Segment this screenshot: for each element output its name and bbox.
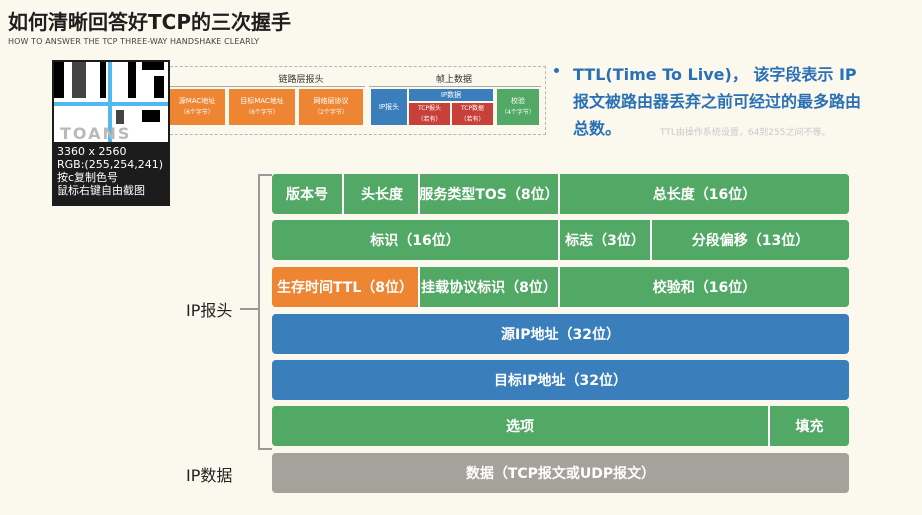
ttl-note: TTL由操作系统设置，64到255之间不等。 [660, 128, 831, 138]
dst-mac-label: 目标MAC地址 [240, 97, 284, 105]
version-field: 版本号 [272, 174, 342, 214]
link-header-divider [169, 86, 365, 87]
frame-data-divider [369, 86, 541, 87]
link-header-label: 链路层报头 [278, 75, 324, 85]
net-proto-block: 网络层协议 （2个字节） [299, 89, 363, 125]
tcp-data-sub: （若有） [460, 116, 485, 123]
flags-field: 标志（3位） [560, 220, 650, 260]
magnifier-capture-hint: 鼠标右键自由截图 [57, 184, 145, 197]
ip-header-block: IP报头 [371, 89, 407, 125]
total-length-field: 总长度（16位） [560, 174, 849, 214]
magnifier-copy-hint: 按c复制色号 [57, 171, 119, 184]
frame-checksum-sub: （4个字节） [501, 109, 535, 116]
row1-divider-2 [418, 174, 420, 214]
row6-divider-1 [768, 406, 770, 446]
magnifier-preview: TOANS [54, 62, 168, 142]
dst-mac-block: 目标MAC地址 （6个字节） [229, 89, 295, 125]
magnifier-zoomed-text: TOANS [60, 124, 132, 142]
row2-divider-2 [650, 220, 652, 260]
tos-field: 服务类型TOS（8位） [419, 174, 559, 214]
ip-data-label: IP数据 [440, 90, 462, 99]
destination-ip-field: 目标IP地址（32位） [272, 360, 849, 400]
ip-data-field: 数据（TCP报文或UDP报文） [272, 453, 849, 493]
tcp-data-label: TCP数据 [460, 105, 485, 112]
crosshair-vertical [108, 62, 112, 142]
row3-divider-2 [558, 267, 560, 307]
magnifier-rgb: RGB:(255,254,241) [57, 158, 163, 171]
page-title: 如何清晰回答好TCP的三次握手 [8, 10, 291, 34]
dst-mac-sub: （6个字节） [245, 109, 279, 116]
magnifier-size: 3360 x 2560 [57, 145, 127, 158]
options-field: 选项 [272, 406, 768, 446]
net-proto-label: 网络层协议 [313, 97, 349, 105]
row1-divider-3 [558, 174, 560, 214]
color-picker-magnifier: TOANS 3360 x 2560 RGB:(255,254,241) 按c复制… [52, 60, 170, 206]
frame-data-label: 帧上数据 [435, 75, 472, 85]
frame-diagram: 链路层报头 帧上数据 源MAC地址 （6个字节） 目标MAC地址 （6个字节） … [160, 66, 546, 135]
ihl-field: 头长度 [344, 174, 420, 214]
row2-divider-1 [558, 220, 560, 260]
row3-divider-1 [418, 267, 420, 307]
identification-field: 标识（16位） [272, 220, 558, 260]
header-checksum-field: 校验和（16位） [560, 267, 849, 307]
ip-header-label: IP报头 [378, 102, 400, 111]
src-mac-label: 源MAC地址 [178, 97, 216, 105]
source-ip-field: 源IP地址（32位） [272, 314, 849, 354]
row1-divider-1 [342, 174, 344, 214]
bullet-dot [554, 68, 559, 73]
src-mac-sub: （6个字节） [180, 109, 214, 116]
tcp-header-label: TCP报头 [417, 105, 442, 112]
ttl-field: 生存时间TTL（8位） [272, 267, 418, 307]
src-mac-block: 源MAC地址 （6个字节） [169, 89, 225, 125]
ip-data-side-label: IP数据 [186, 466, 233, 485]
tcp-header-block: TCP报头 （若有） [409, 103, 450, 125]
ip-header-bracket [258, 174, 272, 450]
ip-data-block: IP数据 [409, 89, 493, 101]
protocol-field: 挂载协议标识（8位） [420, 267, 558, 307]
ip-header-side-label: IP报头 [186, 301, 233, 320]
page-subtitle: HOW TO ANSWER THE TCP THREE-WAY HANDSHAK… [8, 37, 260, 46]
padding-field: 填充 [770, 406, 849, 446]
ip-header-bracket-tick [240, 308, 258, 310]
net-proto-sub: （2个字节） [314, 109, 348, 116]
frame-checksum-label: 校验 [511, 97, 525, 105]
ttl-explanation: TTL(Time To Live)， 该字段表示 IP 报文被路由器丢弃之前可经… [573, 65, 862, 138]
tcp-header-sub: （若有） [417, 116, 442, 123]
tcp-data-block: TCP数据 （若有） [452, 103, 493, 125]
frame-checksum-block: 校验 （4个字节） [497, 89, 539, 125]
fragment-offset-field: 分段偏移（13位） [652, 220, 849, 260]
